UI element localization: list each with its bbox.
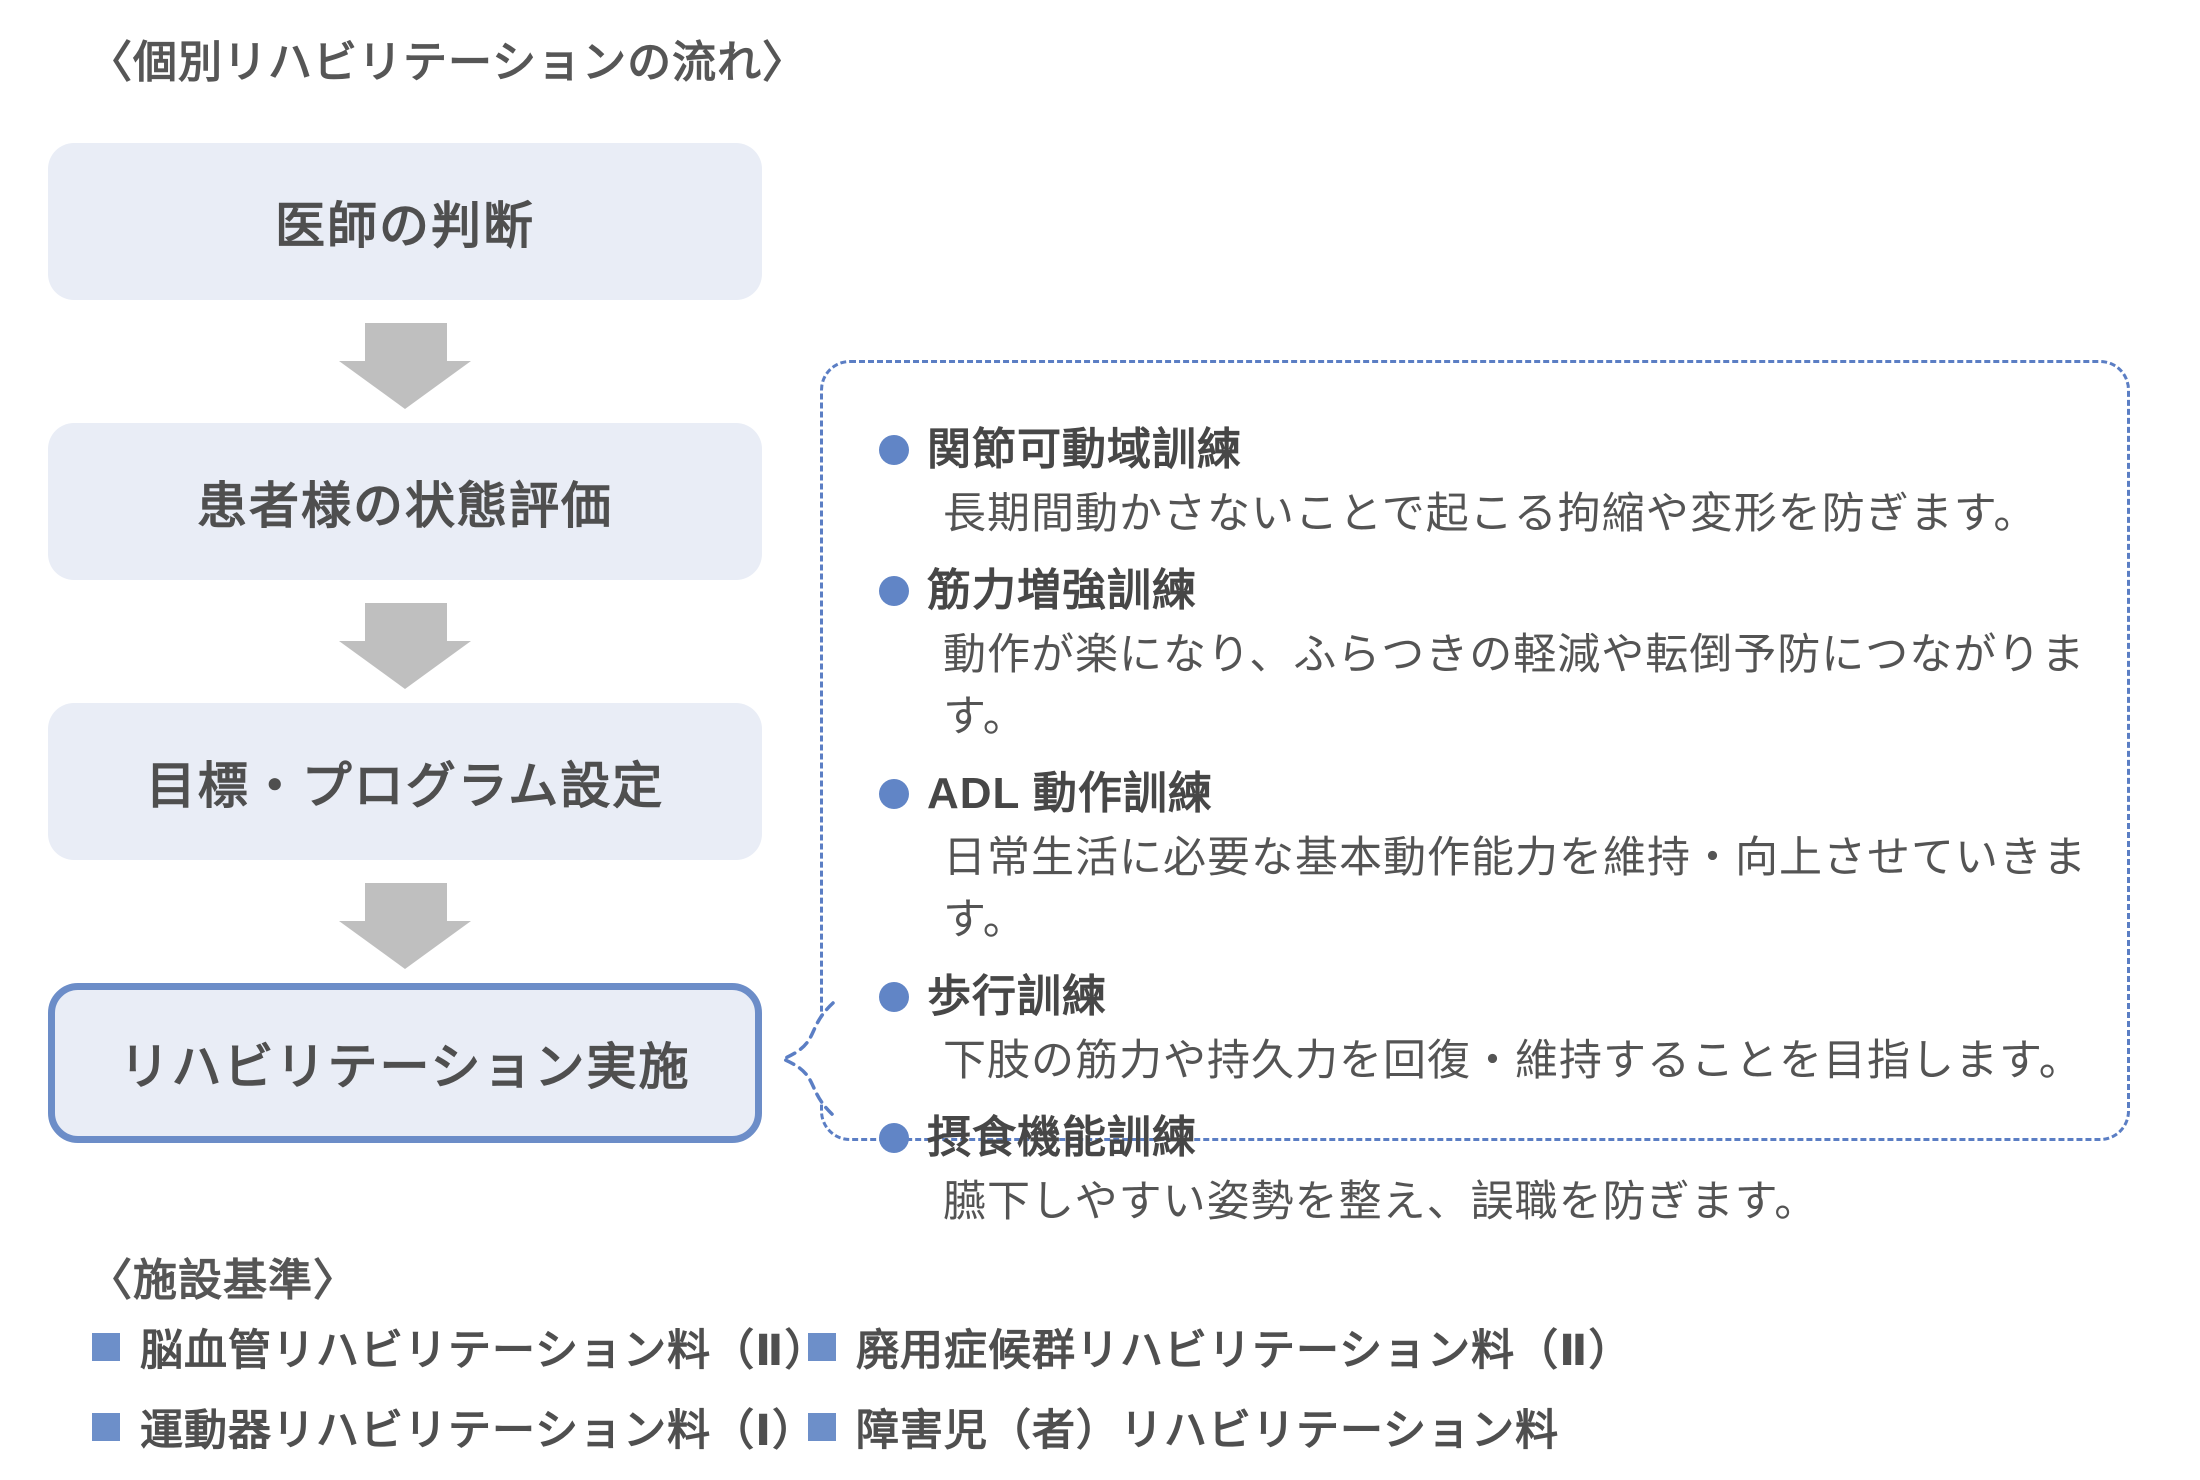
flow-step-rehabilitation-execution: リハビリテーション実施	[48, 983, 762, 1143]
bullet-square-icon	[808, 1333, 836, 1361]
training-desc: 動作が楽になり、ふらつきの軽減や転倒予防につながります。	[943, 631, 2086, 741]
down-arrow-icon	[339, 883, 472, 969]
bullet-dot-icon	[879, 1123, 909, 1153]
arrow-stem	[364, 323, 447, 361]
bubble-tail-icon	[778, 1001, 835, 1117]
bullet-square-icon	[808, 1413, 836, 1441]
facility-item-label: 廃用症候群リハビリテーション料（Ⅱ）	[856, 1327, 1633, 1375]
flow-step-patient-evaluation: 患者様の状態評価	[48, 423, 762, 580]
facility-item: 運動器リハビリテーション料（Ⅰ）	[92, 1396, 817, 1458]
bullet-dot-icon	[879, 435, 909, 465]
flow-section-title: 〈個別リハビリテーションの流れ〉	[88, 38, 808, 87]
flow-step-label: リハビリテーション実施	[119, 1039, 691, 1095]
facility-item-label: 脳血管リハビリテーション料（Ⅱ）	[140, 1327, 829, 1375]
facility-item: 脳血管リハビリテーション料（Ⅱ）	[92, 1316, 829, 1378]
flow-step-label: 目標・プログラム設定	[145, 757, 665, 814]
training-title: 筋力増強訓練	[927, 566, 1197, 615]
arrow-stem	[364, 603, 447, 641]
training-item: ADL 動作訓練 日常生活に必要な基本動作能力を維持・向上させていきます。	[879, 763, 2087, 951]
training-desc: 下肢の筋力や持久力を回復・維持することを目指します。	[943, 1037, 2083, 1085]
facility-item: 障害児（者）リハビリテーション料	[808, 1396, 1632, 1458]
training-desc: 臙下しやすい姿勢を整え、誤職を防ぎます。	[943, 1178, 1819, 1226]
training-title: 歩行訓練	[927, 972, 1107, 1021]
bullet-dot-icon	[879, 982, 909, 1012]
bullet-square-icon	[92, 1333, 120, 1361]
training-title: ADL 動作訓練	[927, 769, 1213, 818]
training-item: 筋力増強訓練 動作が楽になり、ふらつきの軽減や転倒予防につながります。	[879, 560, 2087, 748]
training-title: 摂食機能訓練	[927, 1113, 1197, 1162]
facility-item: 廃用症候群リハビリテーション料（Ⅱ）	[808, 1316, 1632, 1378]
down-arrow-icon	[339, 323, 472, 409]
training-item: 関節可動域訓練 長期間動かさないことで起こる拘縮や変形を防ぎます。	[879, 419, 2087, 545]
training-item: 歩行訓練 下肢の筋力や持久力を回復・維持することを目指します。	[879, 966, 2087, 1092]
flow-step-goal-program-setting: 目標・プログラム設定	[48, 703, 762, 860]
facility-list: 脳血管リハビリテーション料（Ⅱ） 廃用症候群リハビリテーション料（Ⅱ） 運動器リ…	[92, 1316, 1632, 1458]
facility-section-title: 〈施設基準〉	[88, 1256, 358, 1305]
arrow-head	[339, 641, 471, 689]
training-desc: 日常生活に必要な基本動作能力を維持・向上させていきます。	[943, 834, 2087, 944]
flow-step-label: 患者様の状態評価	[197, 477, 613, 534]
training-title: 関節可動域訓練	[927, 425, 1242, 474]
arrow-head	[339, 921, 471, 969]
bullet-dot-icon	[879, 779, 909, 809]
bullet-square-icon	[92, 1413, 120, 1441]
training-item: 摂食機能訓練 臙下しやすい姿勢を整え、誤職を防ぎます。	[879, 1107, 2087, 1233]
facility-item-label: 障害児（者）リハビリテーション料	[856, 1407, 1560, 1455]
arrow-head	[339, 361, 471, 409]
arrow-stem	[364, 883, 447, 921]
down-arrow-icon	[339, 603, 472, 689]
bullet-dot-icon	[879, 576, 909, 606]
training-desc: 長期間動かさないことで起こる拘縮や変形を防ぎます。	[943, 490, 2038, 538]
flow-step-label: 医師の判断	[275, 197, 535, 254]
facility-item-label: 運動器リハビリテーション料（Ⅰ）	[140, 1407, 817, 1455]
flow-step-doctor-judgment: 医師の判断	[48, 143, 762, 300]
training-detail-bubble: 関節可動域訓練 長期間動かさないことで起こる拘縮や変形を防ぎます。 筋力増強訓練…	[778, 360, 2130, 1226]
